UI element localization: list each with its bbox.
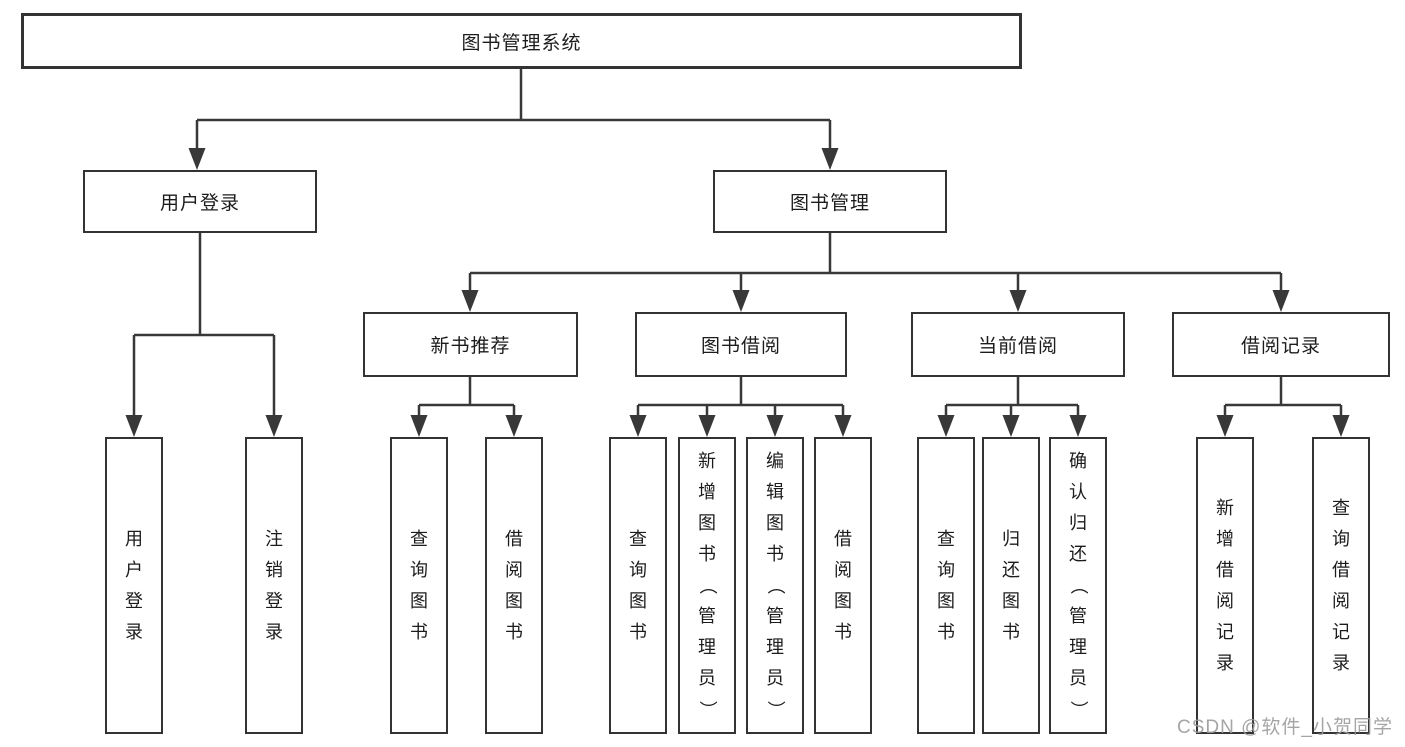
node-book-management-label: 图书管理 — [789, 193, 870, 214]
leaf-confirm-return-admin: 确认归还（管理员） — [1049, 437, 1107, 734]
leaf-query-books-2-label: 查询图书 — [629, 528, 647, 642]
leaf-borrow-books-1: 借阅图书 — [485, 437, 543, 734]
node-root-label: 图书管理系统 — [461, 32, 582, 54]
leaf-add-borrow-record-label: 新增借阅记录 — [1216, 497, 1234, 673]
leaf-query-books-1-label: 查询图书 — [410, 528, 428, 642]
leaf-query-books-3-label: 查询图书 — [937, 528, 955, 642]
node-borrowing-records: 借阅记录 — [1172, 312, 1390, 377]
leaf-query-books-3: 查询图书 — [917, 437, 975, 734]
leaf-return-books-label: 归还图书 — [1002, 528, 1020, 642]
leaf-add-books-admin-label: 新增图书（管理员） — [697, 451, 718, 719]
leaf-borrow-books-2-label: 借阅图书 — [834, 528, 852, 642]
leaf-logout: 注销登录 — [245, 437, 303, 734]
leaf-return-books: 归还图书 — [982, 437, 1040, 734]
leaf-borrow-books-2: 借阅图书 — [814, 437, 872, 734]
node-current-borrowing: 当前借阅 — [911, 312, 1125, 377]
leaf-user-login-label: 用户登录 — [125, 528, 143, 642]
node-root: 图书管理系统 — [21, 13, 1022, 69]
leaf-add-borrow-record: 新增借阅记录 — [1196, 437, 1254, 734]
node-borrowing-records-label: 借阅记录 — [1240, 336, 1321, 357]
leaf-confirm-return-admin-label: 确认归还（管理员） — [1068, 451, 1089, 719]
leaf-borrow-books-1-label: 借阅图书 — [505, 528, 523, 642]
leaf-logout-label: 注销登录 — [265, 528, 283, 642]
leaf-query-books-2: 查询图书 — [609, 437, 667, 734]
node-current-borrowing-label: 当前借阅 — [977, 336, 1058, 357]
leaf-edit-books-admin: 编辑图书（管理员） — [746, 437, 804, 734]
leaf-query-books-1: 查询图书 — [390, 437, 448, 734]
leaf-query-borrow-record-label: 查询借阅记录 — [1332, 497, 1350, 673]
leaf-add-books-admin: 新增图书（管理员） — [678, 437, 736, 734]
node-book-borrowing: 图书借阅 — [635, 312, 847, 377]
leaf-edit-books-admin-label: 编辑图书（管理员） — [765, 451, 786, 719]
node-user-login-label: 用户登录 — [159, 193, 240, 214]
node-user-login: 用户登录 — [83, 170, 317, 233]
node-new-book-recommend: 新书推荐 — [363, 312, 578, 377]
csdn-watermark: CSDN @软件_小贺同学 — [1177, 717, 1393, 738]
node-book-borrowing-label: 图书借阅 — [700, 336, 781, 357]
leaf-query-borrow-record: 查询借阅记录 — [1312, 437, 1370, 734]
leaf-user-login: 用户登录 — [105, 437, 163, 734]
node-new-book-recommend-label: 新书推荐 — [430, 336, 511, 357]
node-book-management: 图书管理 — [713, 170, 947, 233]
